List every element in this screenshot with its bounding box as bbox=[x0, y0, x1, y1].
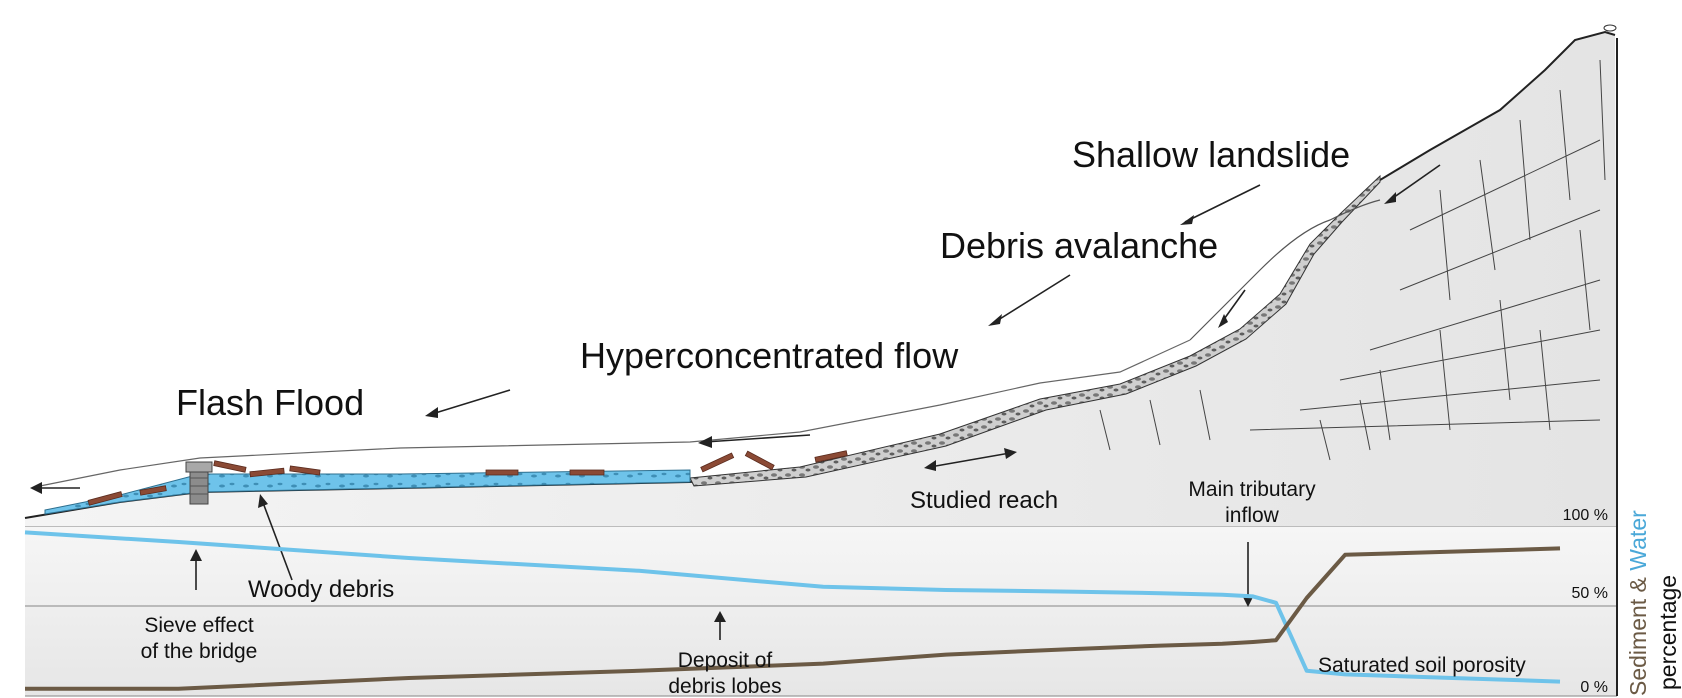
series-line-water bbox=[24, 530, 1561, 684]
flow-surface-line bbox=[39, 339, 1191, 487]
axis-title-percentage: percentage bbox=[1655, 575, 1681, 690]
axis-title-sediment: Sediment bbox=[1625, 598, 1651, 696]
label-sieve-line2: of the bridge bbox=[141, 640, 258, 663]
arrow-deposit bbox=[714, 611, 726, 640]
tick-50: 50 % bbox=[1572, 585, 1608, 602]
label-studied-reach: Studied reach bbox=[910, 487, 1058, 514]
arrow-flash-flood bbox=[425, 389, 511, 418]
series-layer bbox=[24, 530, 1561, 691]
process-arrows bbox=[30, 164, 1441, 640]
bridge bbox=[185, 461, 213, 505]
label-deposit-line2: debris lobes bbox=[668, 675, 781, 698]
slope-debris bbox=[689, 174, 1381, 487]
debris-cloud-outline bbox=[1189, 199, 1381, 341]
arrow-woody-debris bbox=[258, 494, 293, 581]
tick-100: 100 % bbox=[1563, 507, 1608, 524]
label-deposit-line1: Deposit of bbox=[678, 649, 773, 672]
axis-title-water: Water bbox=[1625, 510, 1651, 571]
arrow-studied-reach bbox=[924, 448, 1017, 471]
tick-0: 0 % bbox=[1580, 679, 1608, 696]
arrow-flash-flood-outlet bbox=[30, 482, 80, 494]
label-sieve-line1: Sieve effect bbox=[144, 614, 254, 637]
arrow-debris-avalanche bbox=[988, 274, 1071, 326]
bedrock-joints bbox=[1099, 59, 1606, 461]
arrow-sieve-effect bbox=[190, 549, 202, 590]
terrain-fill bbox=[25, 32, 1617, 526]
label-flash-flood: Flash Flood bbox=[176, 382, 364, 423]
arrow-shallow-landslide-slope bbox=[1384, 164, 1441, 204]
summit-marker bbox=[1603, 24, 1617, 32]
label-main-tributary-line1: Main tributary bbox=[1188, 478, 1316, 501]
label-shallow-landslide: Shallow landslide bbox=[1072, 134, 1350, 175]
label-hyperconcentrated-flow: Hyperconcentrated flow bbox=[580, 335, 959, 376]
label-debris-avalanche: Debris avalanche bbox=[940, 225, 1218, 266]
axis-title-line1: Sediment & Water bbox=[1625, 510, 1651, 696]
arrow-hyperconcentrated-flow bbox=[698, 434, 811, 448]
label-main-tributary-line2: inflow bbox=[1225, 504, 1280, 527]
axis-title-amp: & bbox=[1625, 571, 1651, 599]
label-woody-debris: Woody debris bbox=[248, 576, 394, 603]
woody-debris-logs bbox=[87, 450, 848, 506]
terrain-profile bbox=[24, 24, 1618, 696]
label-saturated-soil: Saturated soil porosity bbox=[1318, 654, 1526, 677]
series-line-sediment bbox=[25, 546, 1561, 691]
arrow-shallow-landslide bbox=[1180, 184, 1261, 225]
arrow-debris-avalanche-slope bbox=[1218, 289, 1246, 328]
